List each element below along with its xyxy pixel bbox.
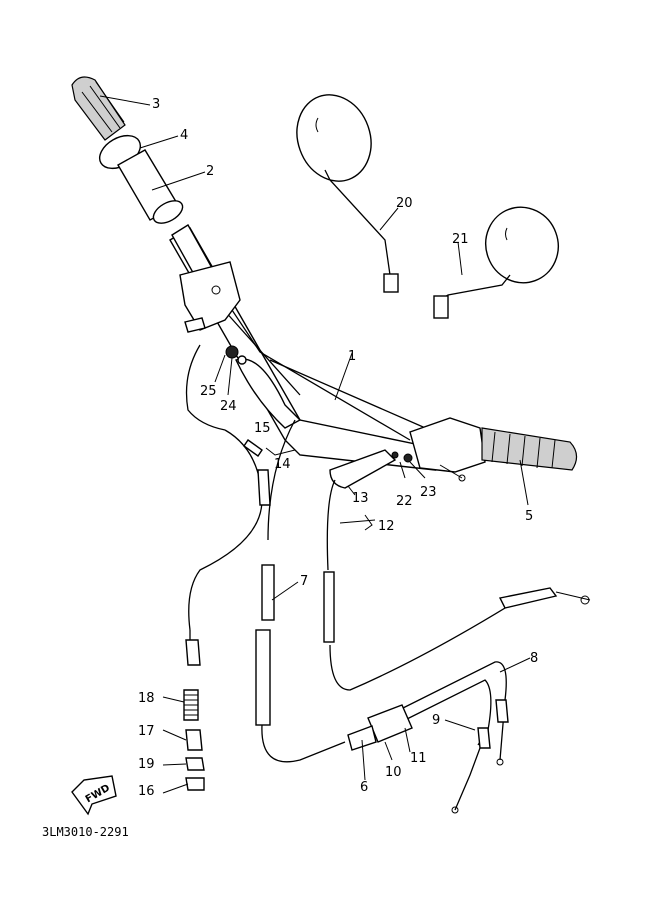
fwd-arrow: FWD xyxy=(71,775,117,816)
callout-24: 24 xyxy=(220,399,237,414)
callout-23: 23 xyxy=(420,485,437,500)
cables xyxy=(183,344,591,814)
left-switch-housing xyxy=(179,261,302,429)
callout-15: 15 xyxy=(254,421,271,436)
callout-2: 2 xyxy=(206,164,214,179)
left-grip xyxy=(71,76,213,279)
left-lever-fittings xyxy=(184,317,247,365)
callout-22: 22 xyxy=(396,494,413,509)
callout-7: 7 xyxy=(300,574,308,589)
callout-3: 3 xyxy=(152,97,160,112)
callout-19: 19 xyxy=(138,757,155,772)
callout-17: 17 xyxy=(138,724,155,739)
callout-20: 20 xyxy=(396,196,413,211)
callout-1: 1 xyxy=(348,349,356,364)
callout-16: 16 xyxy=(138,784,155,799)
right-grip xyxy=(409,417,578,482)
callout-4: 4 xyxy=(180,128,188,143)
right-lever xyxy=(329,449,413,489)
callout-25: 25 xyxy=(200,384,217,399)
callout-6: 6 xyxy=(360,780,368,795)
callout-8: 8 xyxy=(530,651,538,666)
mirror-right xyxy=(433,206,559,319)
callout-9: 9 xyxy=(432,713,440,728)
callout-21: 21 xyxy=(452,232,469,247)
callout-14: 14 xyxy=(274,457,291,472)
callouts: 1 2 3 4 5 6 7 8 9 10 11 12 13 14 15 16 1… xyxy=(138,97,538,799)
diagram-code: 3LM3010-2291 xyxy=(42,825,129,839)
callout-5: 5 xyxy=(525,509,533,524)
callout-10: 10 xyxy=(385,765,402,780)
callout-13: 13 xyxy=(352,491,369,506)
callout-12: 12 xyxy=(378,519,395,534)
callout-11: 11 xyxy=(410,751,427,766)
leader-lines xyxy=(99,95,531,794)
callout-18: 18 xyxy=(138,691,155,706)
mirror-left xyxy=(296,94,399,293)
